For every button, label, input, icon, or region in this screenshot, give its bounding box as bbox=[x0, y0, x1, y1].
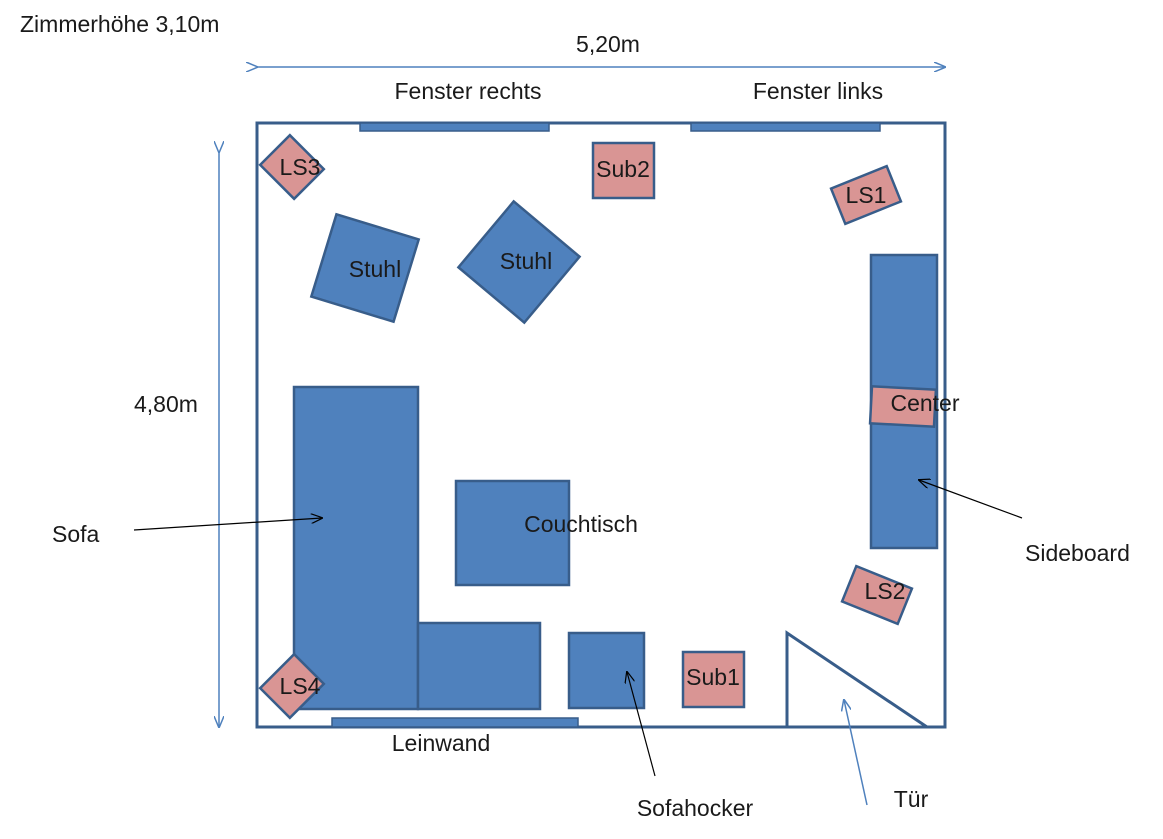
screen bbox=[331, 717, 579, 728]
room-walls bbox=[255, 121, 947, 729]
sub2-speaker bbox=[591, 141, 656, 200]
chair-b-label: Stuhl bbox=[500, 248, 552, 274]
coffee-table bbox=[454, 479, 571, 587]
sub1-speaker bbox=[681, 650, 746, 709]
sideboard-label: Sideboard bbox=[1025, 540, 1130, 566]
window-left bbox=[690, 122, 881, 132]
door bbox=[785, 630, 932, 729]
ls2-speaker bbox=[840, 564, 914, 626]
sub1-label: Sub1 bbox=[686, 664, 740, 690]
ls4-speaker bbox=[258, 652, 326, 720]
window-left-label: Fenster links bbox=[753, 78, 883, 104]
ls4-label: LS4 bbox=[280, 673, 321, 699]
center-label: Center bbox=[890, 390, 959, 416]
door-label: Tür bbox=[894, 786, 929, 812]
window-right-label: Fenster rechts bbox=[395, 78, 542, 104]
screen-label: Leinwand bbox=[392, 730, 490, 756]
sofa-label: Sofa bbox=[52, 521, 100, 547]
sofa-extension bbox=[416, 621, 542, 711]
ottoman bbox=[567, 631, 646, 710]
depth-dimension-label: 4,80m bbox=[134, 391, 198, 417]
chair-b bbox=[456, 199, 582, 325]
door-pointer bbox=[844, 700, 868, 806]
ottoman-label: Sofahocker bbox=[637, 795, 754, 821]
coffee-table-label: Couchtisch bbox=[524, 511, 638, 537]
width-dimension-label: 5,20m bbox=[576, 31, 640, 57]
window-right bbox=[359, 122, 550, 132]
ls3-label: LS3 bbox=[280, 154, 321, 180]
chair-a-label: Stuhl bbox=[349, 256, 401, 282]
ls2-label: LS2 bbox=[865, 578, 906, 604]
sofa bbox=[292, 385, 420, 711]
center-speaker bbox=[868, 385, 938, 428]
sideboard-pointer bbox=[919, 480, 1023, 519]
ottoman-pointer bbox=[627, 672, 656, 777]
chair-a bbox=[309, 212, 421, 324]
room-height-label: Zimmerhöhe 3,10m bbox=[20, 11, 219, 37]
ls1-speaker bbox=[829, 164, 903, 226]
ls3-speaker bbox=[258, 133, 326, 201]
sub2-label: Sub2 bbox=[596, 156, 650, 182]
ls1-label: LS1 bbox=[846, 182, 887, 208]
sofa-pointer bbox=[133, 518, 322, 531]
